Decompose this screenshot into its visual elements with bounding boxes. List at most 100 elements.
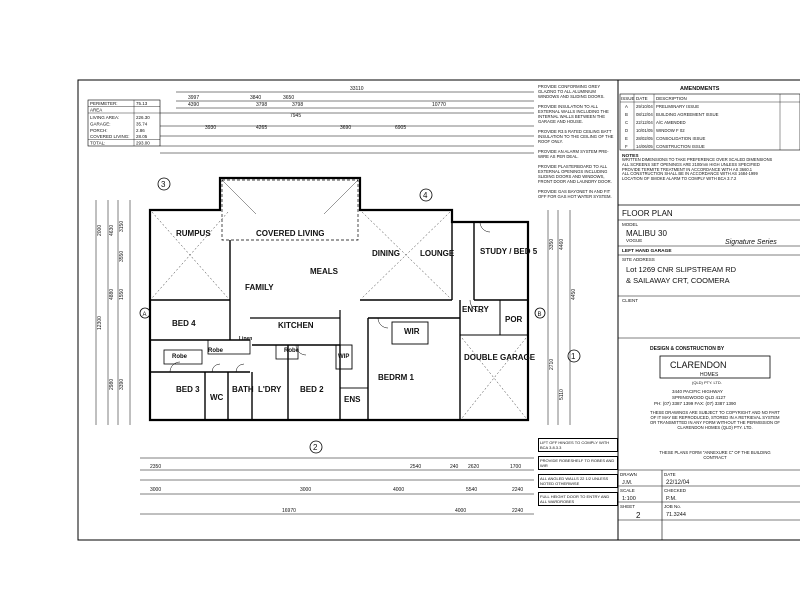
amendments-title: AMENDMENTS <box>680 86 720 92</box>
dim-label: 3390 <box>119 379 125 390</box>
dim-label: 2710 <box>549 359 555 370</box>
dim-label: 2000 <box>97 225 103 236</box>
section-marker: A <box>143 312 147 318</box>
area-label: LIVING AREA: <box>90 115 119 120</box>
brand-signature: Signature Series <box>725 239 777 246</box>
amend-desc: A/C AMENDED <box>656 120 686 125</box>
dim-label: 3550 <box>119 251 125 262</box>
model-label: MODEL <box>622 222 639 227</box>
bottom-dimensions <box>140 457 534 515</box>
section-markers: 3 4 2 1 A B <box>139 177 581 454</box>
area-table: PERIMETER: 75.13 AREA LIVING AREA: 226.3… <box>87 99 161 147</box>
company-name: CLARENDON <box>670 360 727 370</box>
model-variant: VOGUE <box>626 238 642 243</box>
drawing-title: FLOOR PLAN <box>622 209 673 218</box>
general-note: PROVIDE R3.5 RATED CEILING BATT INSULATI… <box>538 129 614 144</box>
dim-label: 2240 <box>512 508 523 514</box>
bottom-note: LIFT OFF HINGES TO COMPLY WITH BCA 3.8.3… <box>538 438 618 452</box>
dim-label: 12300 <box>97 316 103 330</box>
model-name: MALIBU 30 <box>626 229 667 238</box>
dim-label: 10770 <box>432 102 446 108</box>
dim-label: 1550 <box>119 289 125 300</box>
right-dimension-labels: 3350 4460 4450 2710 5110 <box>549 239 577 400</box>
dim-label: 4880 <box>109 289 115 300</box>
dim-label: 3798 <box>292 102 303 108</box>
dim-label: 16970 <box>282 508 296 514</box>
room-study: STUDY / BED 5 <box>480 247 538 256</box>
amend-date: 29/10/04 <box>636 104 653 109</box>
room-entry: ENTRY <box>462 305 489 314</box>
room-robe: Robe <box>208 348 224 354</box>
company-address2: SPRINGWOOD QLD 4127 <box>672 395 726 400</box>
dim-label: 5540 <box>466 487 477 493</box>
dim-label: 3350 <box>549 239 555 250</box>
amend-date: 22/12/04 <box>636 120 653 125</box>
room-double-garage: DOUBLE GARAGE <box>464 353 536 362</box>
amend-desc: BUILDING AGREEMENT ISSUE <box>656 112 719 117</box>
top-dimension-labels: 33110 3997 3840 3650 4390 3798 3798 1077… <box>188 86 446 131</box>
design-by: DESIGN & CONSTRUCTION BY <box>650 346 725 352</box>
area-label: COVERED LIVING: <box>90 134 130 139</box>
room-robe: Robe <box>284 348 300 354</box>
dim-label: 2620 <box>468 464 479 470</box>
dim-overall: 33110 <box>350 86 364 92</box>
room-meals: MEALS <box>310 267 339 276</box>
general-note: PROVIDE GAS BAYONET IN AND FIT OFF FOR G… <box>538 189 612 199</box>
dim-label: 6905 <box>395 125 406 131</box>
general-note: PROVIDE CONFORMING GREY GLAZING TO ALL A… <box>538 84 605 99</box>
section-marker: 3 <box>161 180 166 189</box>
amend-date: 08/12/04 <box>636 112 653 117</box>
area-label: GARAGE: <box>90 122 111 127</box>
room-dining: DINING <box>372 249 400 258</box>
drawn-label: DRAWN <box>620 472 637 477</box>
floor-plan-walls <box>148 176 530 422</box>
drawing-note: LOCATION OF SMOKE ALARM TO COMPLY WITH B… <box>622 176 737 182</box>
dim-label: 240 <box>450 464 459 470</box>
dim-label: 4450 <box>571 289 577 300</box>
room-covered-living: COVERED LIVING <box>256 229 324 238</box>
scale-value: 1:100 <box>622 496 636 502</box>
dim-label: 5110 <box>559 389 565 400</box>
top-dimensions <box>160 91 534 154</box>
amend-header: ISSUE <box>621 96 635 101</box>
dim-label: 1700 <box>510 464 521 470</box>
company-line: (QLD) PTY. LTD. <box>692 380 722 385</box>
dim-label: 4000 <box>455 508 466 514</box>
room-kitchen: KITCHEN <box>278 321 314 330</box>
job-number: 71.3244 <box>666 512 686 518</box>
dim-label: 3000 <box>150 487 161 493</box>
room-robe: Robe <box>172 354 188 360</box>
right-dimensions <box>547 210 571 425</box>
client-label: CLIENT <box>622 298 638 303</box>
company-address1: 3440 PACIFIC HIGHWAY <box>672 389 723 394</box>
room-bed3: BED 3 <box>176 385 200 394</box>
general-note: PROVIDE AN ALARM SYSTEM PRE-WIRE AS PER … <box>538 149 609 159</box>
room-ensuite: ENS <box>344 395 361 404</box>
room-bath: BATH <box>232 385 254 394</box>
room-labels: COVERED LIVING RUMPUS MEALS FAMILY DININ… <box>172 229 538 404</box>
drawing-note: ALL SCREENS SET OPENINGS ARE 2100mm HIGH… <box>622 161 760 167</box>
amend-header: DATE <box>636 96 648 101</box>
room-bedrm1: BEDRM 1 <box>378 373 415 382</box>
bottom-dimension-labels: 2350 2540 240 2620 1700 3000 3000 4000 5… <box>150 464 523 514</box>
dim-label: 3650 <box>283 95 294 101</box>
dim-label: 3000 <box>300 487 311 493</box>
dim-label: 3150 <box>119 221 125 232</box>
copyright-notice: THESE DRAWINGS ARE SUBJECT TO COPYRIGHT … <box>650 410 780 430</box>
dim-label: 4390 <box>188 102 199 108</box>
area-value: 75.13 <box>136 101 148 106</box>
area-label: AREA <box>90 108 102 113</box>
checked-label: CHECKED <box>664 488 687 493</box>
bottom-note: ALL ANGLED WALLS 22 1/2 UNLESS NOTED OTH… <box>538 474 618 488</box>
section-marker: B <box>538 312 542 318</box>
amend-desc: WINDOW F 02 <box>656 128 685 133</box>
bottom-note: FULL HEIGHT DOOR TO ENTRY AND ALL WARDRO… <box>538 492 618 506</box>
amend-issue: C <box>625 120 628 125</box>
dim-label: 4630 <box>109 225 115 236</box>
amend-issue: A <box>625 104 628 109</box>
dim-label: 2540 <box>410 464 421 470</box>
room-laundry: L'DRY <box>258 385 282 394</box>
amend-date: 10/01/05 <box>636 128 653 133</box>
area-label: TOTAL: <box>90 141 105 146</box>
section-marker: 1 <box>571 352 576 361</box>
